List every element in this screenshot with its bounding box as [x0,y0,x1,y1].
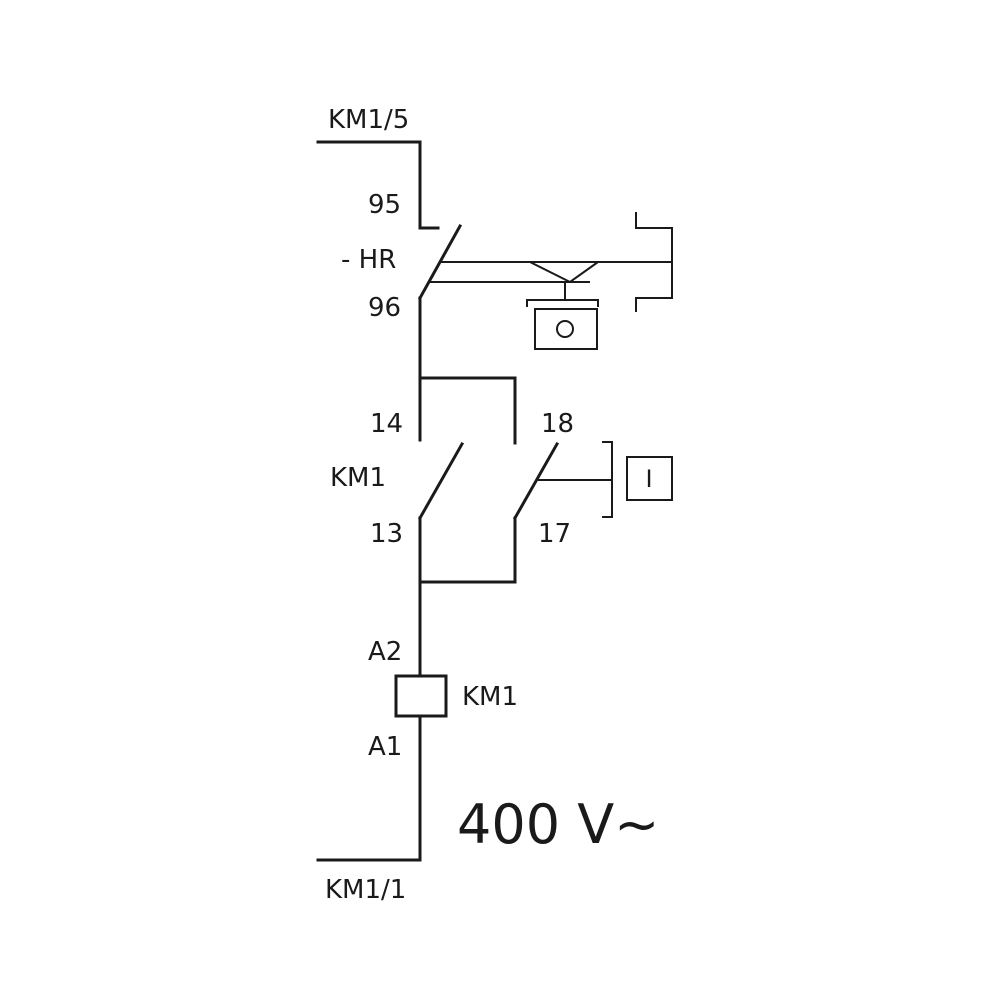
start-button-icon [626,456,673,501]
pin-96-label: 96 [368,293,401,323]
coil-pin-A2-label: A2 [368,637,402,667]
reset-circle-icon [556,320,574,338]
start-button-bracket [602,441,613,518]
terminal-top-label: KM1/5 [328,105,409,135]
supply-voltage-label: 400 V~ [457,793,659,856]
aux-contact-blade [417,441,465,521]
start-button-symbol: I [645,465,652,493]
pin-13-label: 13 [370,519,403,549]
coil-pin-A1-label: A1 [368,732,402,762]
overload-latch [529,261,599,284]
thermal-element-icon [635,212,673,312]
pin-17-label: 17 [538,519,571,549]
overload-reset-bracket [526,299,599,307]
overload-tag-label: - HR [341,245,396,275]
pin-18-label: 18 [541,409,574,439]
top-feed-wire [316,140,440,230]
overload-contact-blade [417,223,463,301]
parallel-bottom-bus [418,516,517,584]
contactor-coil [394,674,448,718]
pin-95-label: 95 [368,190,401,220]
contactor-tag-label: KM1 [330,463,386,493]
reset-button-icon [534,308,598,350]
terminal-bottom-label: KM1/1 [325,875,406,905]
parallel-top-bus [418,376,517,445]
start-contact-blade [512,441,560,521]
coil-tag-label: KM1 [462,682,518,712]
bottom-feed-wire [316,714,422,862]
pin-14-label: 14 [370,409,403,439]
